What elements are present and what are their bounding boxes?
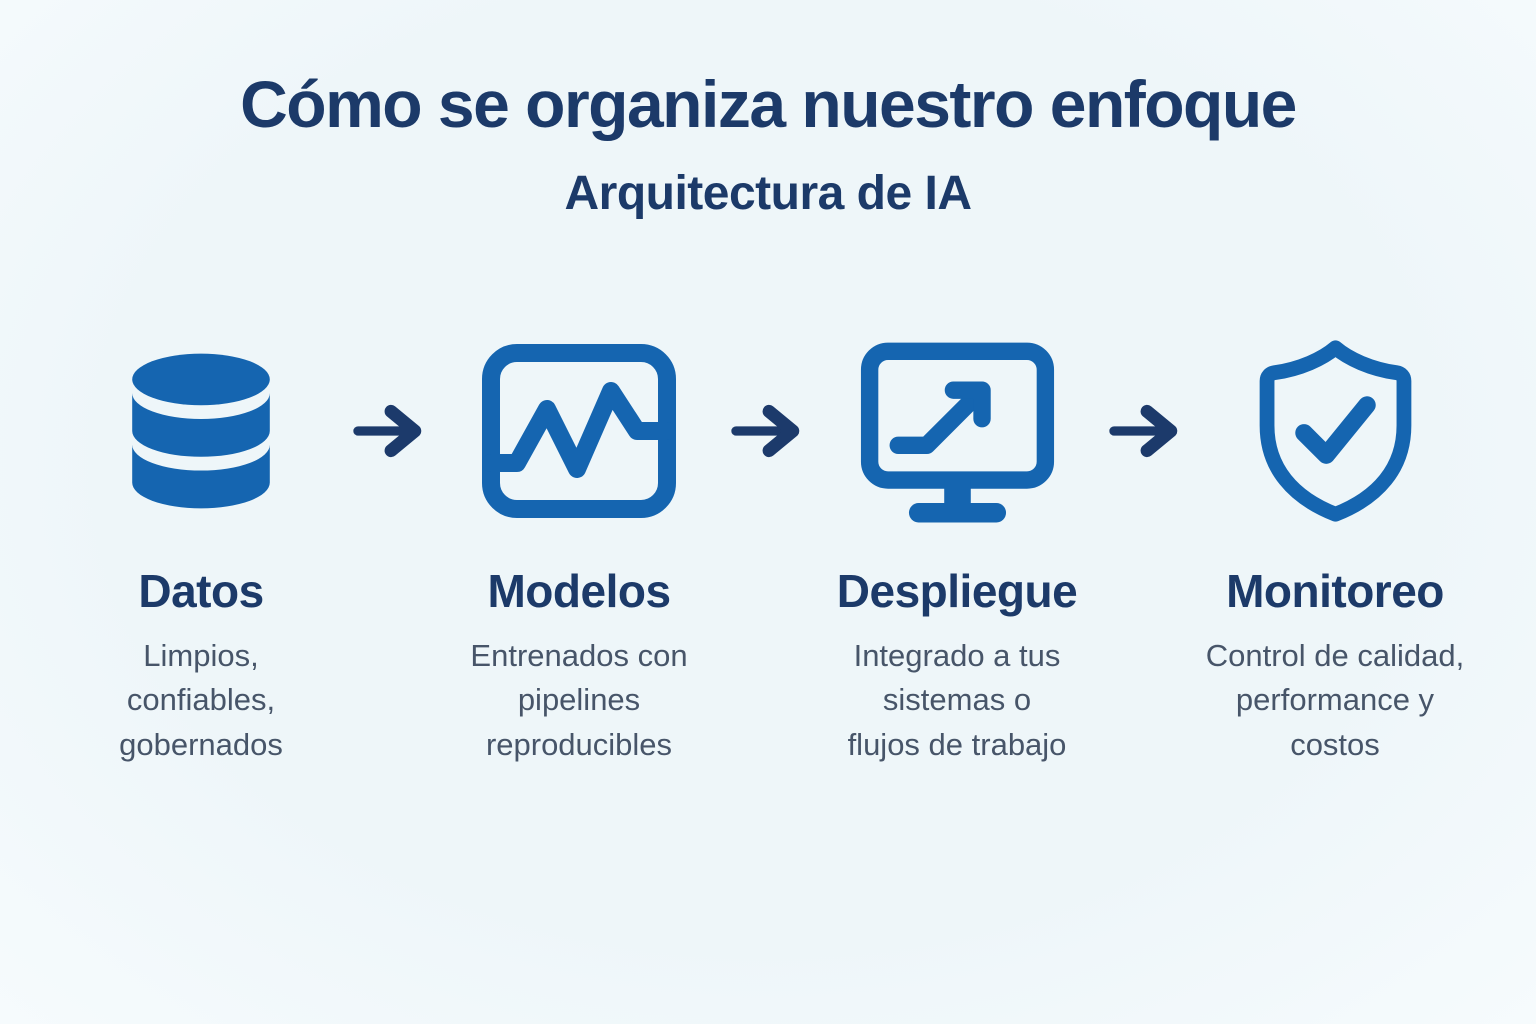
page-title: Cómo se organiza nuestro enfoque — [240, 67, 1297, 141]
monitor-trend-icon — [860, 343, 1054, 523]
stage-description-despliegue: Integrado a tus sistemas o flujos de tra… — [847, 637, 1067, 762]
monitor-trend-icon — [855, 329, 1060, 534]
stage-monitoreo: Monitoreo Control de calidad, performanc… — [1187, 329, 1483, 767]
right-arrow-icon — [353, 405, 422, 458]
stage-modelos: Modelos Entrenados con pipelines reprodu… — [431, 329, 727, 767]
flow-arrow-icon — [1105, 329, 1187, 534]
right-arrow-icon — [1109, 405, 1178, 458]
database-icon — [115, 329, 287, 534]
stage-label-modelos: Modelos — [487, 564, 671, 617]
stage-label-datos: Datos — [138, 564, 264, 617]
stage-label-despliegue: Despliegue — [836, 564, 1078, 617]
flow-arrow-icon — [349, 329, 431, 534]
page-subtitle: Arquitectura de IA — [564, 166, 972, 220]
stage-despliegue: Despliegue Integrado a tus sistemas o fl… — [809, 329, 1105, 767]
flow-arrow-icon — [727, 329, 809, 534]
pipeline-flow: Datos Limpios, confiables, gobernados Mo… — [0, 329, 1536, 767]
stage-datos: Datos Limpios, confiables, gobernados — [53, 329, 349, 767]
line-chart-icon — [482, 344, 676, 519]
stage-label-monitoreo: Monitoreo — [1226, 564, 1444, 617]
stage-description-monitoreo: Control de calidad, performance y costos — [1205, 637, 1465, 762]
right-arrow-icon — [731, 405, 800, 458]
shield-check-icon — [1243, 329, 1428, 534]
shield-check-icon — [1259, 340, 1411, 523]
database-icon — [132, 354, 270, 509]
stage-description-datos: Limpios, confiables, gobernados — [119, 637, 283, 762]
stage-description-modelos: Entrenados con pipelines reproducibles — [470, 637, 688, 762]
line-chart-icon — [479, 329, 679, 534]
